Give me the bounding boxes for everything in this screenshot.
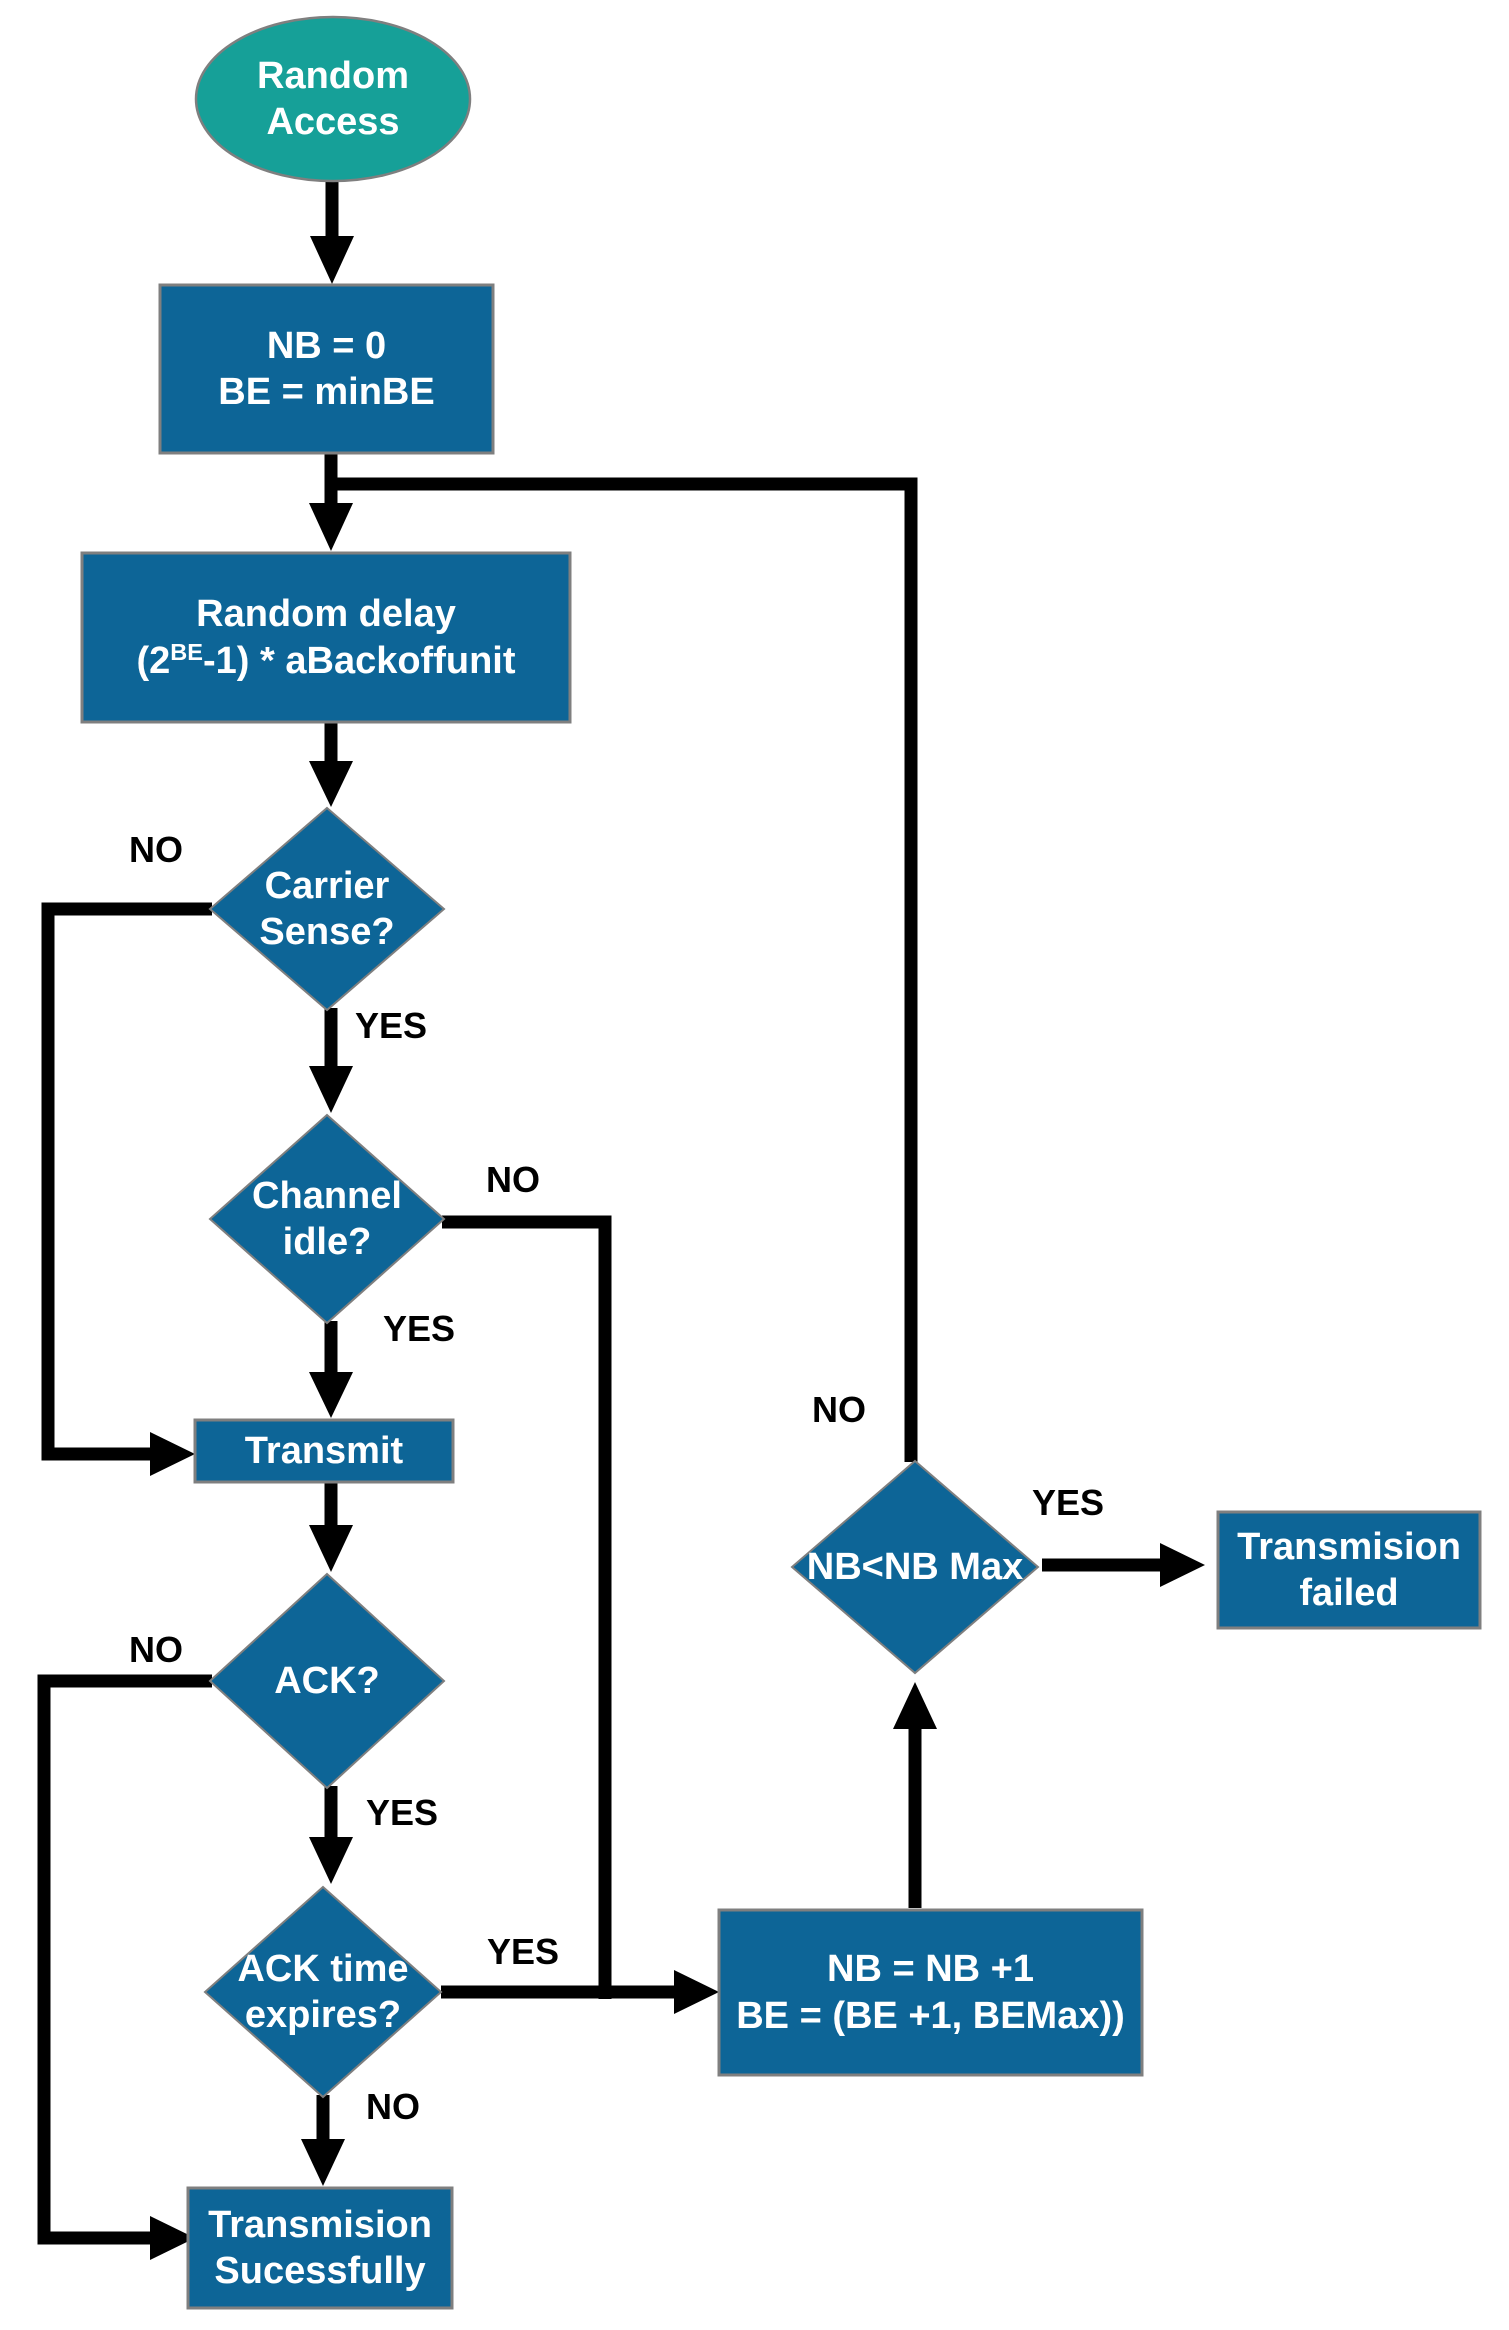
channel-label-line2: idle? [282,1221,372,1263]
ack-time-diamond-label: ACK time expires? [223,1932,423,2052]
edge-carrier-yes-arrowhead [309,1066,353,1113]
carrier-label-line2: Sense? [259,911,395,953]
start-node-shape [194,15,472,183]
nb-update-label-line1: NB = NB +1 [827,1948,1034,1991]
nb-update-node-label: NB = NB +1 BE = (BE +1, BEMax)) [719,1910,1142,2075]
success-node-label: Transmision Sucessfully [188,2188,452,2308]
carrier-no-label: NO [129,829,183,870]
ack-label-line1: ACK? [274,1659,380,1702]
nb-max-diamond-label: NB<NB Max [790,1537,1040,1597]
nb-update-label-line2: BE = (BE +1, BEMax)) [736,1994,1125,2037]
ack-no-label: NO [129,1629,183,1670]
edge-nbupdate-to-nbmax-arrowhead [893,1682,937,1729]
success-label-line1: Transmision [208,2203,432,2246]
failed-label-line1: Transmision [1237,1525,1461,1568]
carrier-sense-diamond-label: Carrier Sense? [227,849,427,969]
carrier-label-line1: Carrier [264,864,390,907]
edge-nbmax-no-return-loop [331,477,918,1462]
delay-formula-prefix: (2 [136,639,171,682]
edge-ack-no-arrowhead [150,2216,195,2260]
edge-ack-yes-arrowhead [309,1837,353,1884]
edge-init-to-delay-arrowhead [309,503,353,551]
init-label-line1: NB = 0 [266,324,387,367]
transmit-node-shape [193,1418,455,1484]
delay-node-label: Random delay (2BE-1) * aBackoffunit [82,553,570,722]
start-label-line2: Access [266,101,400,143]
start-label-line1: Random [257,54,409,97]
channel-idle-diamond-label: Channel idle? [227,1159,427,1279]
nb-update-node-shape [717,1908,1144,2077]
delay-formula-superscript: BE [170,638,204,665]
init-label-line2: BE = minBE [218,371,435,413]
init-node-label: NB = 0 BE = minBE [160,285,493,453]
edge-transmit-to-ack-arrowhead [309,1525,353,1572]
edge-acktime-yes-arrowhead [674,1970,719,2014]
transmit-node-label: Transmit [195,1420,453,1482]
ack-time-diamond-shape [203,1885,443,2099]
success-node-shape [186,2186,454,2310]
nb-max-no-label: NO [812,1389,866,1430]
delay-node-shape [80,551,572,724]
edge-delay-to-carrier-arrowhead [309,761,353,807]
ack-diamond-label: ACK? [227,1631,427,1731]
failed-label-line2: failed [1299,1572,1399,1614]
failed-node-label: Transmision failed [1218,1512,1480,1628]
nb-max-yes-label: YES [1031,1482,1105,1523]
start-node-label: Random Access [196,29,470,169]
edge-carrier-no-to-transmit [41,902,212,1461]
edge-nbmax-yes-arrowhead [1160,1543,1205,1587]
channel-idle-diamond-shape [208,1113,446,1325]
failed-node-shape [1216,1510,1482,1630]
delay-formula-suffix: -1) * aBackoffunit [203,639,516,682]
carrier-yes-label: YES [354,1005,428,1046]
carrier-sense-diamond-shape [208,806,446,1012]
edge-start-to-init-arrowhead [310,236,354,284]
success-label-line2: Sucessfully [214,2250,426,2292]
edge-acktime-no-arrowhead [301,2139,345,2186]
ack-time-label-line1: ACK time [237,1947,409,1990]
ack-time-no-label: NO [366,2086,420,2127]
edge-channel-yes-arrowhead [309,1372,353,1418]
transmit-label-line1: Transmit [244,1429,404,1472]
ack-time-label-line2: expires? [244,1994,402,2036]
channel-no-label: NO [486,1159,540,1200]
edge-carrier-no-arrowhead [150,1432,195,1476]
edge-ack-no-to-success [37,1674,212,2245]
nb-max-label-line1: NB<NB Max [806,1545,1024,1588]
ack-diamond-shape [208,1572,446,1790]
delay-label-line2: (2BE-1) * aBackoffunit [137,638,516,684]
init-node-shape [158,283,495,455]
channel-yes-label: YES [382,1308,456,1349]
ack-yes-label: YES [365,1792,439,1833]
ack-time-yes-label: YES [486,1931,560,1972]
channel-label-line1: Channel [252,1174,402,1217]
edge-channel-no-to-nbupdate [442,1215,612,1999]
nb-max-diamond-shape [790,1459,1040,1675]
delay-label-line1: Random delay [196,593,456,636]
